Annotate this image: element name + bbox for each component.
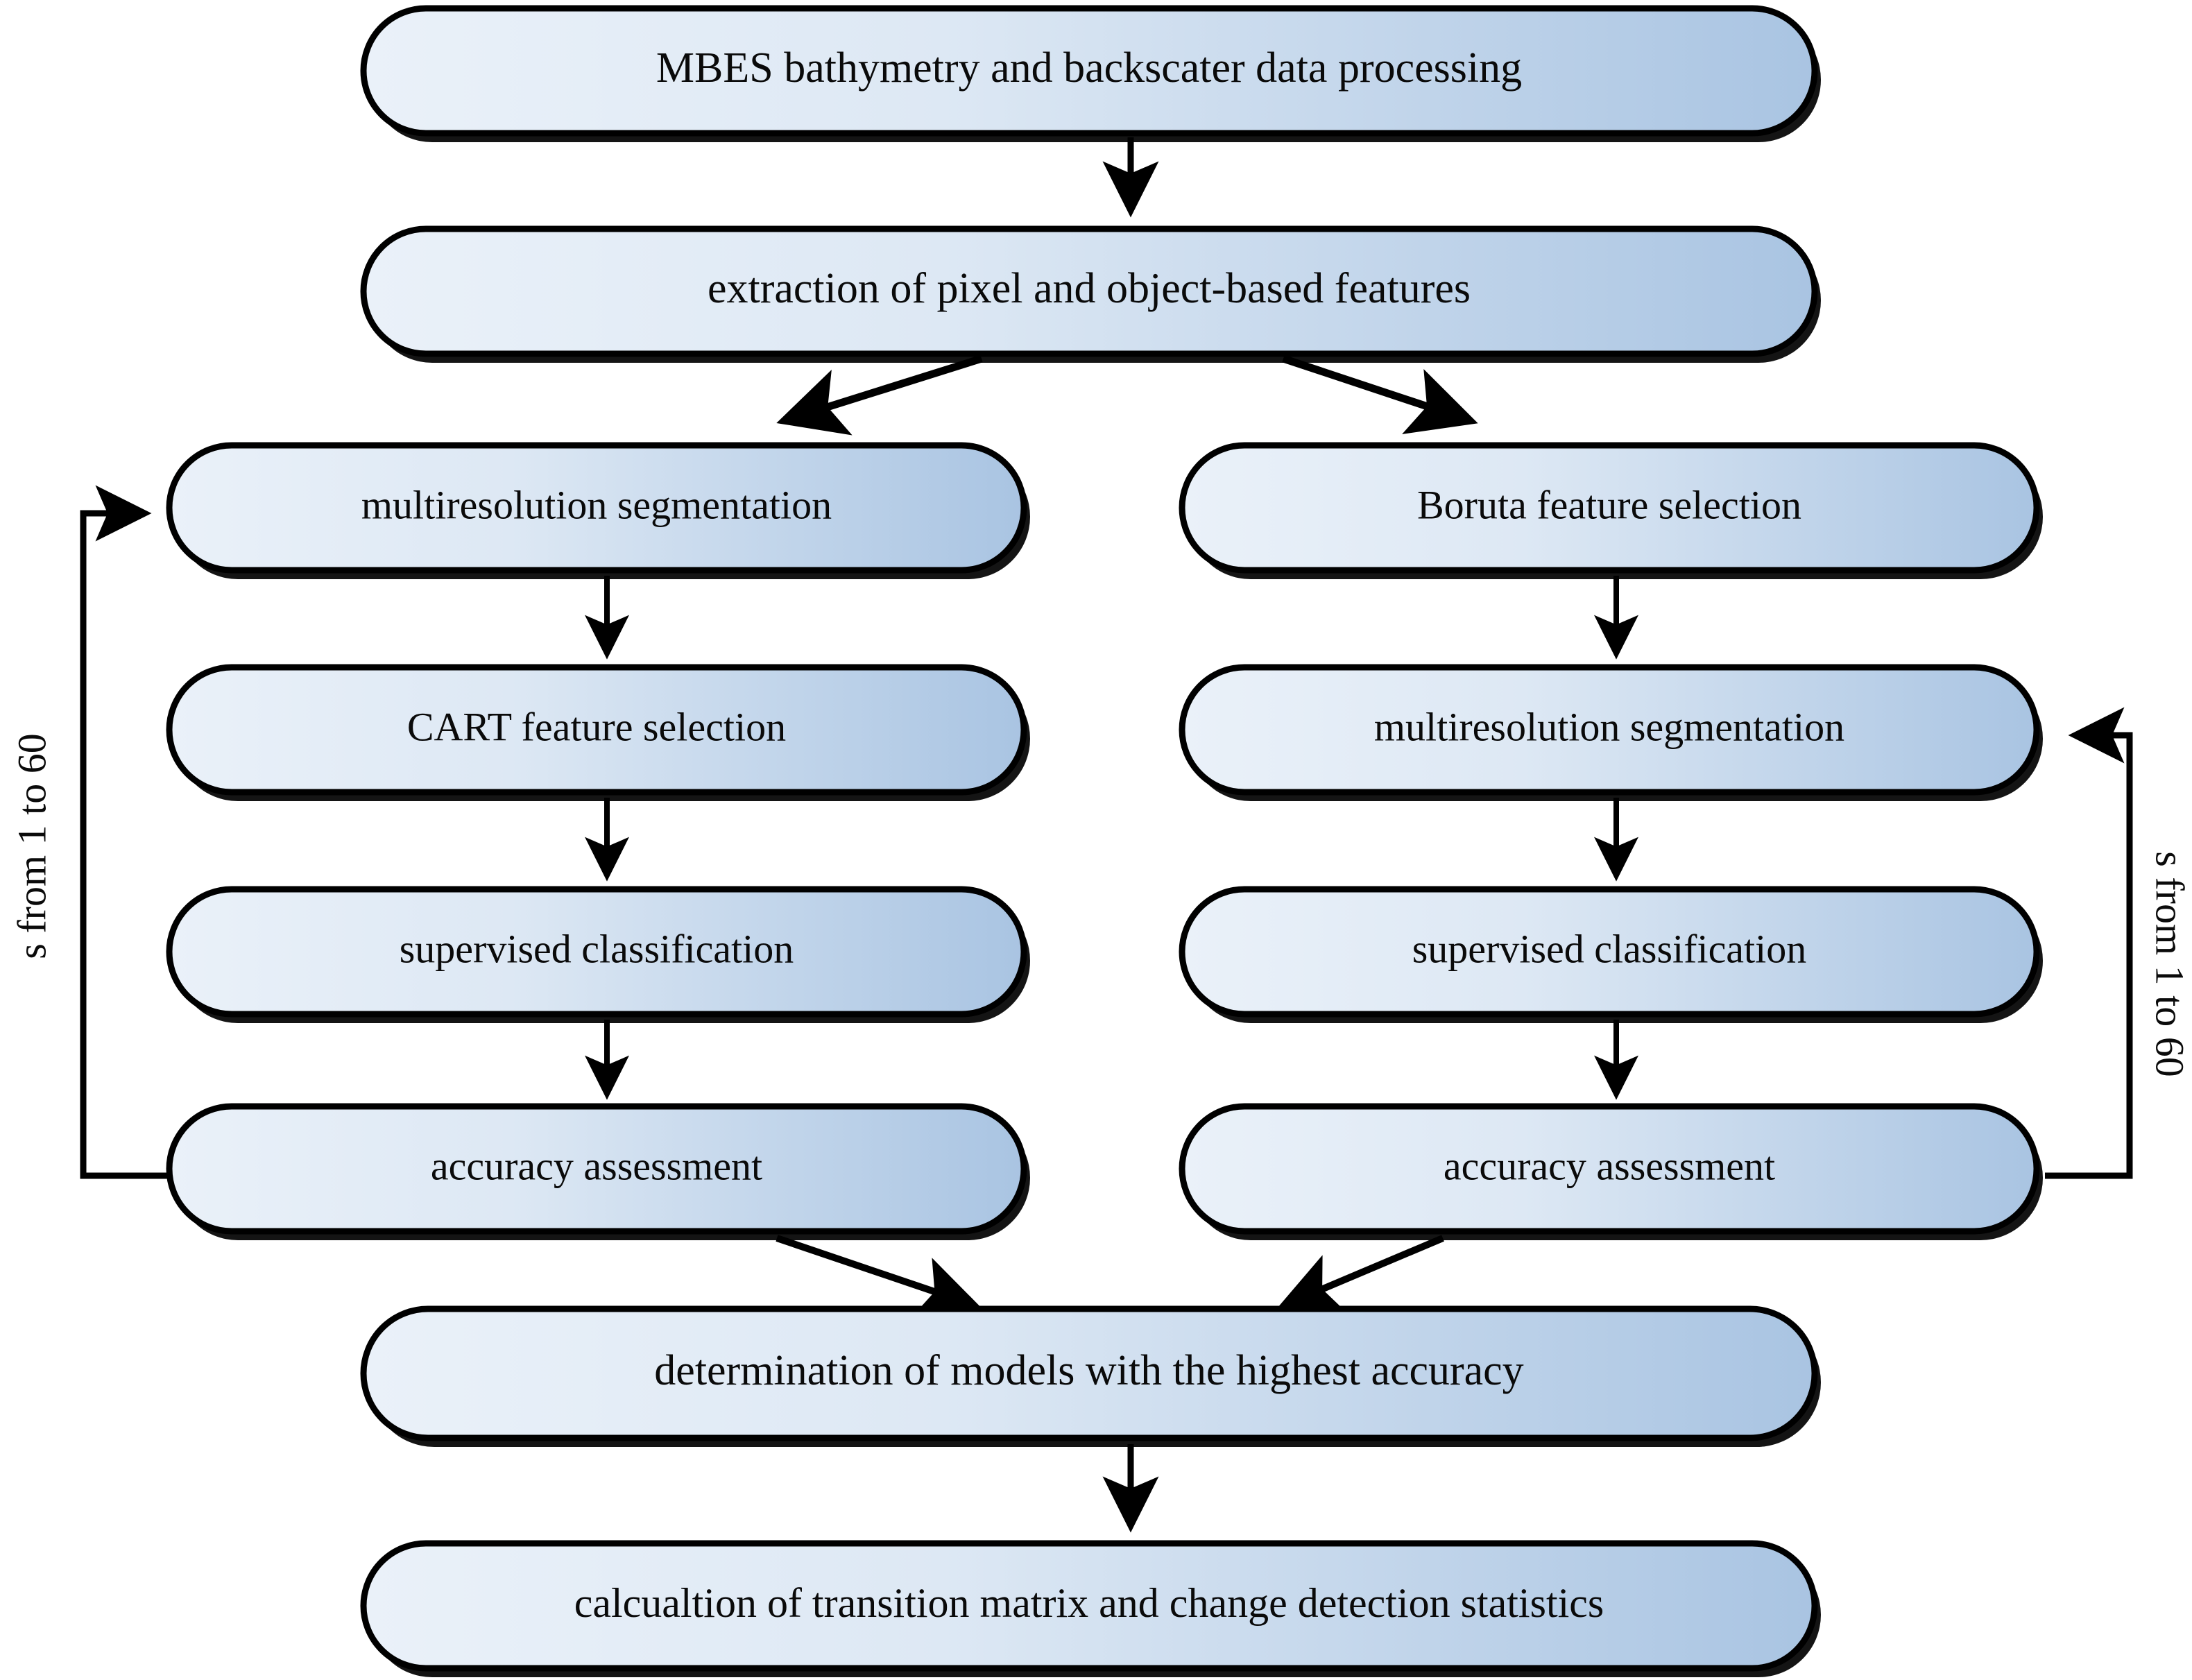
node-label: supervised classification (400, 926, 794, 971)
node-label: accuracy assessment (431, 1143, 762, 1188)
node-label: extraction of pixel and object-based fea… (708, 265, 1471, 312)
node-multiresolution-segmentation-left[interactable]: multiresolution segmentation (166, 442, 1027, 574)
node-supervised-classification-left[interactable]: supervised classification (166, 886, 1027, 1018)
node-label: CART feature selection (407, 704, 786, 749)
node-feature-extraction[interactable]: extraction of pixel and object-based fea… (360, 225, 1818, 357)
node-supervised-classification-right[interactable]: supervised classification (1179, 886, 2040, 1018)
node-mbes-processing[interactable]: MBES bathymetry and backscater data proc… (360, 5, 1818, 137)
node-label: multiresolution segmentation (361, 482, 832, 527)
node-layer: MBES bathymetry and backscater data proc… (166, 5, 2040, 1672)
edge-n2-n4 (1282, 354, 1478, 434)
loop-label-left: s from 1 to 60 (9, 733, 54, 959)
node-label: determination of models with the highest… (654, 1347, 1523, 1394)
edge-n2-n3 (776, 354, 983, 436)
node-label: MBES bathymetry and backscater data proc… (656, 44, 1522, 92)
edge-feedback-left (80, 485, 173, 1179)
loop-label-layer: s from 1 to 60 s from 1 to 60 (9, 733, 2192, 1077)
node-transition-matrix-statistics[interactable]: calcualtion of transition matrix and cha… (360, 1540, 1818, 1672)
node-label: accuracy assessment (1444, 1143, 1775, 1188)
edge-n9-n11 (776, 1235, 982, 1317)
node-accuracy-assessment-right[interactable]: accuracy assessment (1179, 1103, 2040, 1235)
node-label: multiresolution segmentation (1374, 704, 1844, 749)
node-boruta-feature-selection[interactable]: Boruta feature selection (1179, 442, 2040, 574)
node-label: Boruta feature selection (1417, 482, 1801, 527)
edge-feedback-right (2045, 707, 2133, 1179)
node-multiresolution-segmentation-right[interactable]: multiresolution segmentation (1179, 664, 2040, 796)
node-determination-highest-accuracy[interactable]: determination of models with the highest… (360, 1305, 1818, 1441)
edge-n10-n11 (1277, 1235, 1444, 1313)
node-label: supervised classification (1412, 926, 1807, 971)
node-cart-feature-selection[interactable]: CART feature selection (166, 664, 1027, 796)
node-label: calcualtion of transition matrix and cha… (574, 1580, 1604, 1626)
loop-label-right: s from 1 to 60 (2148, 851, 2192, 1077)
connector-layer (80, 137, 2133, 1533)
node-accuracy-assessment-left[interactable]: accuracy assessment (166, 1103, 1027, 1235)
